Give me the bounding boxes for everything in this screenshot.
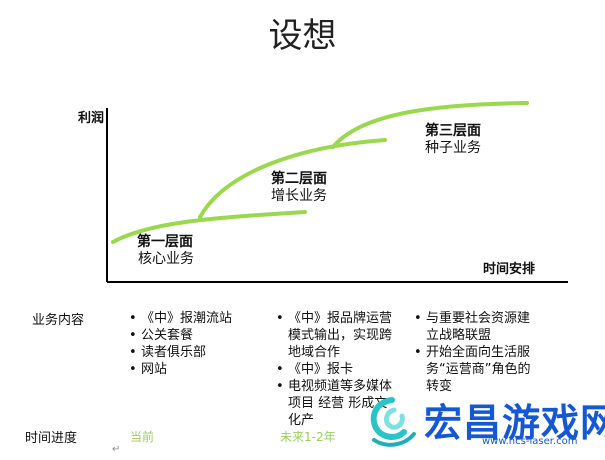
layer-3-subtitle: 种子业务 <box>425 140 481 156</box>
list-item: 《中》报潮流站 <box>129 310 259 327</box>
business-content-label: 业务内容 <box>32 313 85 328</box>
list-item: 《中》报卡 <box>276 361 400 378</box>
column-1-list: 《中》报潮流站 公关套餐 读者俱乐部 网站 <box>129 310 259 378</box>
timeline-current: 当前 <box>130 430 155 444</box>
list-item: 公关套餐 <box>129 327 259 344</box>
column-3-list: 与重要社会资源建立战略联盟 开始全面向生活服务“运营商”角色的转变 <box>414 310 540 395</box>
list-item: 读者俱乐部 <box>129 344 259 361</box>
layer-2-title: 第二层面 <box>271 171 327 187</box>
growth-curves <box>111 101 529 244</box>
list-item: 开始全面向生活服务“运营商”角色的转变 <box>414 344 540 395</box>
list-item: 与重要社会资源建立战略联盟 <box>414 310 540 344</box>
swirl-logo-icon <box>370 397 416 447</box>
column-2-list: 《中》报品牌运营模式输出，实现跨地域合作 《中》报卡 电视频道等多媒体项目 经营… <box>276 310 400 429</box>
watermark-name: 宏昌游戏网 <box>424 401 605 445</box>
list-item: 网站 <box>129 361 259 378</box>
layer-2-subtitle: 增长业务 <box>271 188 327 204</box>
curve-second-layer <box>198 138 387 219</box>
watermark-url: www.hcs-laser.com <box>482 436 578 447</box>
curve-first-layer <box>111 210 307 244</box>
y-axis-label: 利润 <box>78 111 105 126</box>
timeline-future: 未来1-2年 <box>280 430 336 444</box>
layer-3-title: 第三层面 <box>425 123 481 139</box>
list-item: 电视频道等多媒体项目 经营 形成文化产 <box>276 378 400 429</box>
watermark: 宏昌游戏网 www.hcs-laser.com <box>364 392 605 454</box>
return-mark: ↵ <box>112 444 121 455</box>
timeline-label: 时间进度 <box>25 431 78 446</box>
curve-third-layer <box>331 101 529 149</box>
layer-1-subtitle: 核心业务 <box>138 251 194 267</box>
list-item: 《中》报品牌运营模式输出，实现跨地域合作 <box>276 310 400 361</box>
x-axis-label: 时间安排 <box>483 262 536 277</box>
diagram-title: 设想 <box>268 16 337 56</box>
layer-1-title: 第一层面 <box>137 234 193 250</box>
